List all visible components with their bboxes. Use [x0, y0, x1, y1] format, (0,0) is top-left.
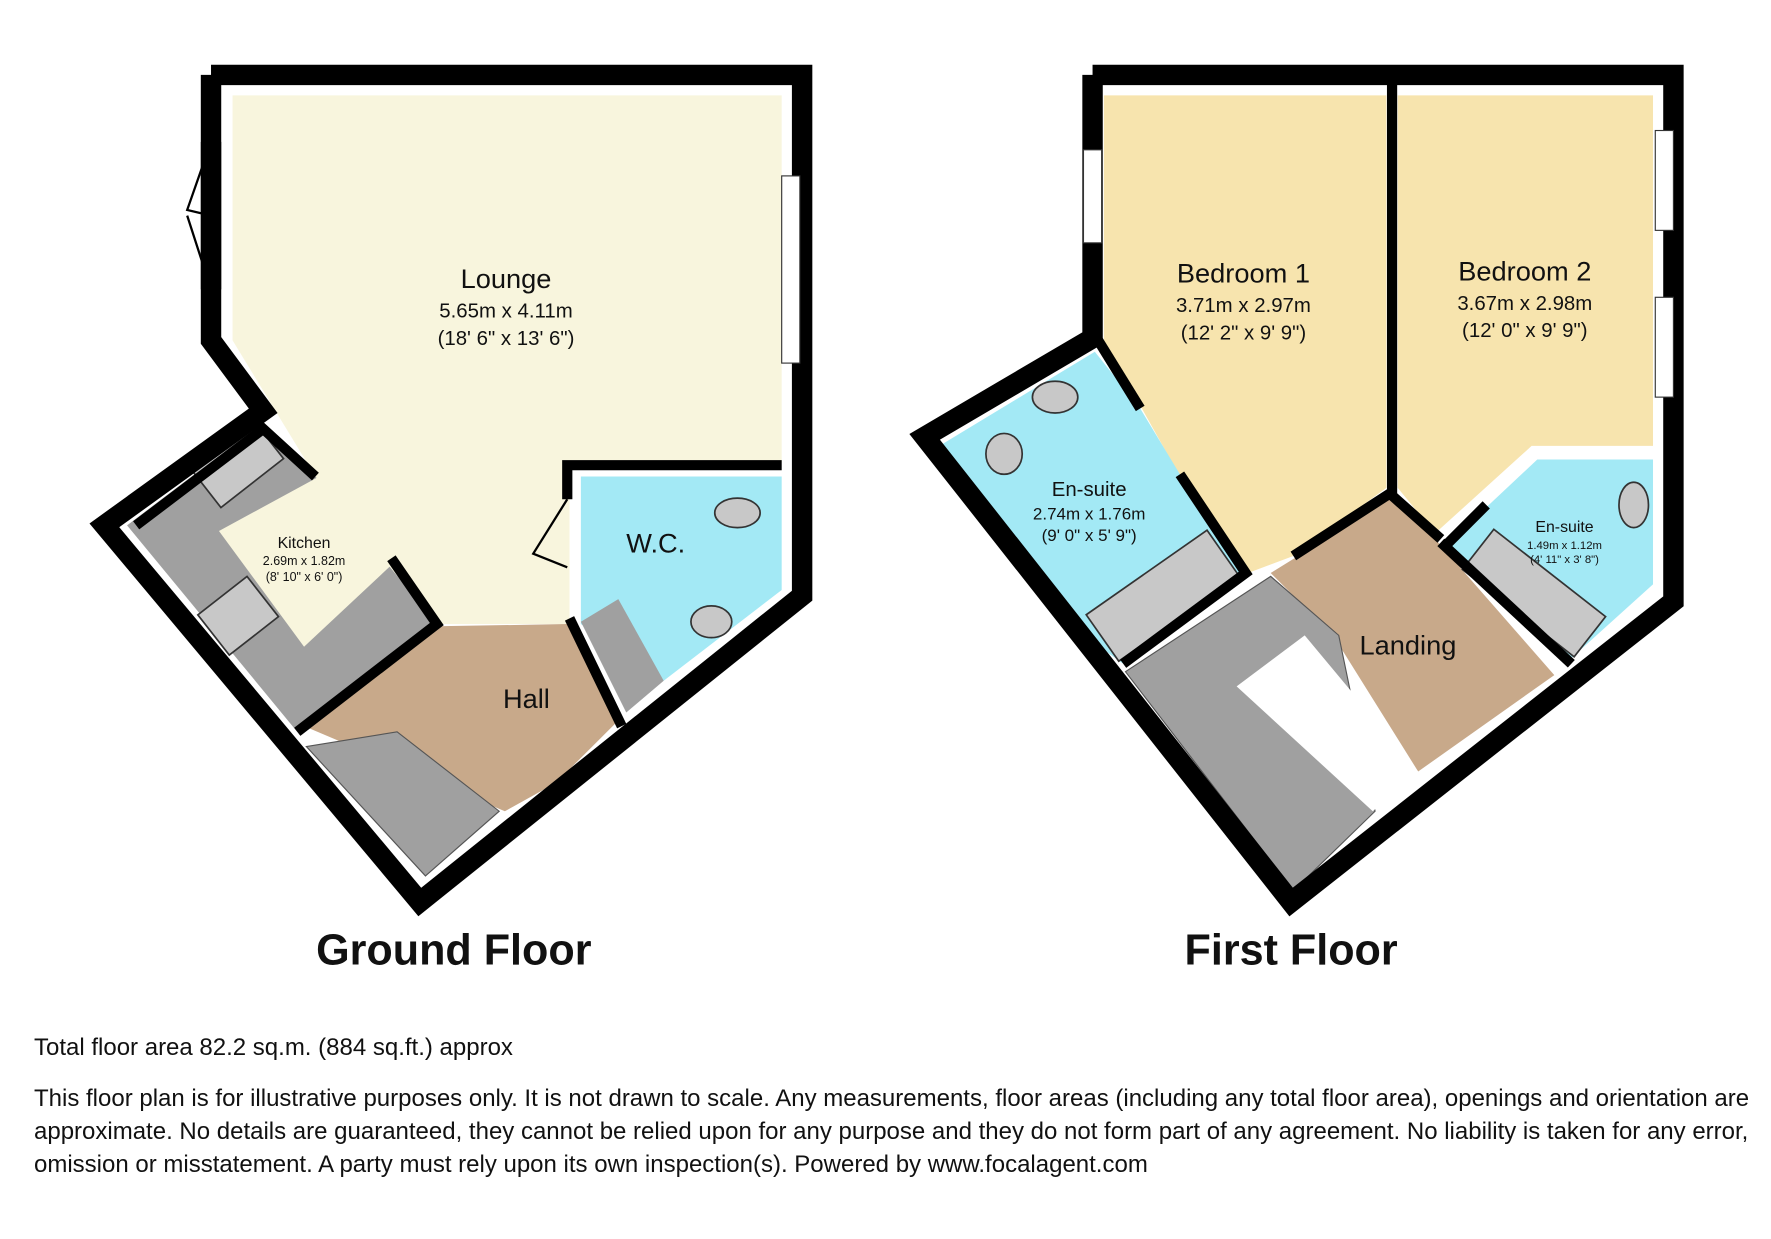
ensuite2-name: En-suite: [1535, 519, 1593, 536]
ensuite2-floor: [1446, 459, 1654, 659]
basin-icon: [690, 605, 733, 639]
ensuite2-metric: 1.49m x 1.12m: [1527, 540, 1602, 552]
kitchen-floor: [218, 474, 392, 647]
ensuite2-wall-2: [1437, 538, 1575, 668]
first-floor-title: First Floor: [1185, 926, 1398, 974]
landing-wall: [1290, 487, 1445, 561]
ensuite2-wall: [1442, 501, 1490, 549]
window-icon: [1082, 149, 1103, 244]
disclaimer: This floor plan is for illustrative purp…: [34, 1085, 1750, 1178]
ensuite1-wall: [1093, 337, 1145, 412]
bedroom1-floor: [1103, 95, 1387, 573]
kitchen-lounge-wall: [294, 555, 444, 736]
window-icon: [1654, 129, 1674, 231]
hob: [196, 575, 280, 657]
bedroom1-metric: 3.71m x 2.97m: [1176, 295, 1311, 317]
toilet-icon: [1031, 380, 1079, 414]
landing-name: Landing: [1360, 630, 1457, 661]
ensuite1-imperial: (9' 0" x 5' 9"): [1042, 526, 1137, 545]
hall-name: Hall: [503, 683, 550, 714]
lounge-floor: [232, 95, 782, 625]
stairs: [305, 731, 501, 877]
bedroom2-name: Bedroom 2: [1458, 255, 1591, 286]
bedroom1-imperial: (12' 2" x 9' 9"): [1181, 322, 1307, 344]
bedroom2-metric: 3.67m x 2.98m: [1457, 293, 1592, 315]
wc-wall: [562, 460, 782, 500]
total-floor-area: Total floor area 82.2 sq.m. (884 sq.ft.)…: [34, 1034, 513, 1061]
ground-floor-title: Ground Floor: [316, 926, 592, 974]
stairwell: [1236, 635, 1419, 812]
ground-floor-plan: Lounge 5.65m x 4.11m (18' 6" x 13' 6") K…: [89, 64, 813, 974]
wc-hall-wall: [564, 616, 627, 729]
bedroom2-floor: [1397, 95, 1654, 534]
window-icon: [1654, 296, 1674, 398]
bedroom2-imperial: (12' 0" x 9' 9"): [1462, 320, 1588, 342]
landing-floor: [1270, 499, 1555, 772]
ensuite1-wall-2: [1120, 471, 1253, 668]
exterior-wall: [909, 64, 1684, 917]
bedroom1-name: Bedroom 1: [1177, 258, 1310, 289]
kitchen-imperial: (8' 10" x 6' 0"): [266, 570, 343, 584]
lounge-metric: 5.65m x 4.11m: [439, 301, 572, 323]
kitchen-wall: [133, 422, 319, 530]
basin-icon: [985, 432, 1024, 476]
door-icon: [531, 498, 569, 569]
first-floor-plan: Bedroom 1 3.71m x 2.97m (12' 2" x 9' 9")…: [909, 64, 1684, 974]
kitchen-name: Kitchen: [278, 535, 331, 552]
ensuite1-name: En-suite: [1052, 479, 1127, 501]
kitchen-metric: 2.69m x 1.82m: [263, 554, 345, 568]
toilet-icon: [713, 497, 761, 529]
patio-door-icon: [185, 141, 213, 290]
ensuite1-metric: 2.74m x 1.76m: [1033, 505, 1145, 524]
window-icon: [781, 175, 801, 364]
wc-name: W.C.: [626, 528, 685, 559]
lounge-name: Lounge: [461, 263, 552, 294]
exterior-wall: [89, 64, 813, 917]
ensuite2-imperial: (4' 11" x 3' 8"): [1530, 554, 1599, 566]
wc-cupboard: [580, 599, 664, 713]
toilet-icon: [1618, 481, 1650, 529]
lounge-imperial: (18' 6" x 13' 6"): [438, 328, 575, 350]
